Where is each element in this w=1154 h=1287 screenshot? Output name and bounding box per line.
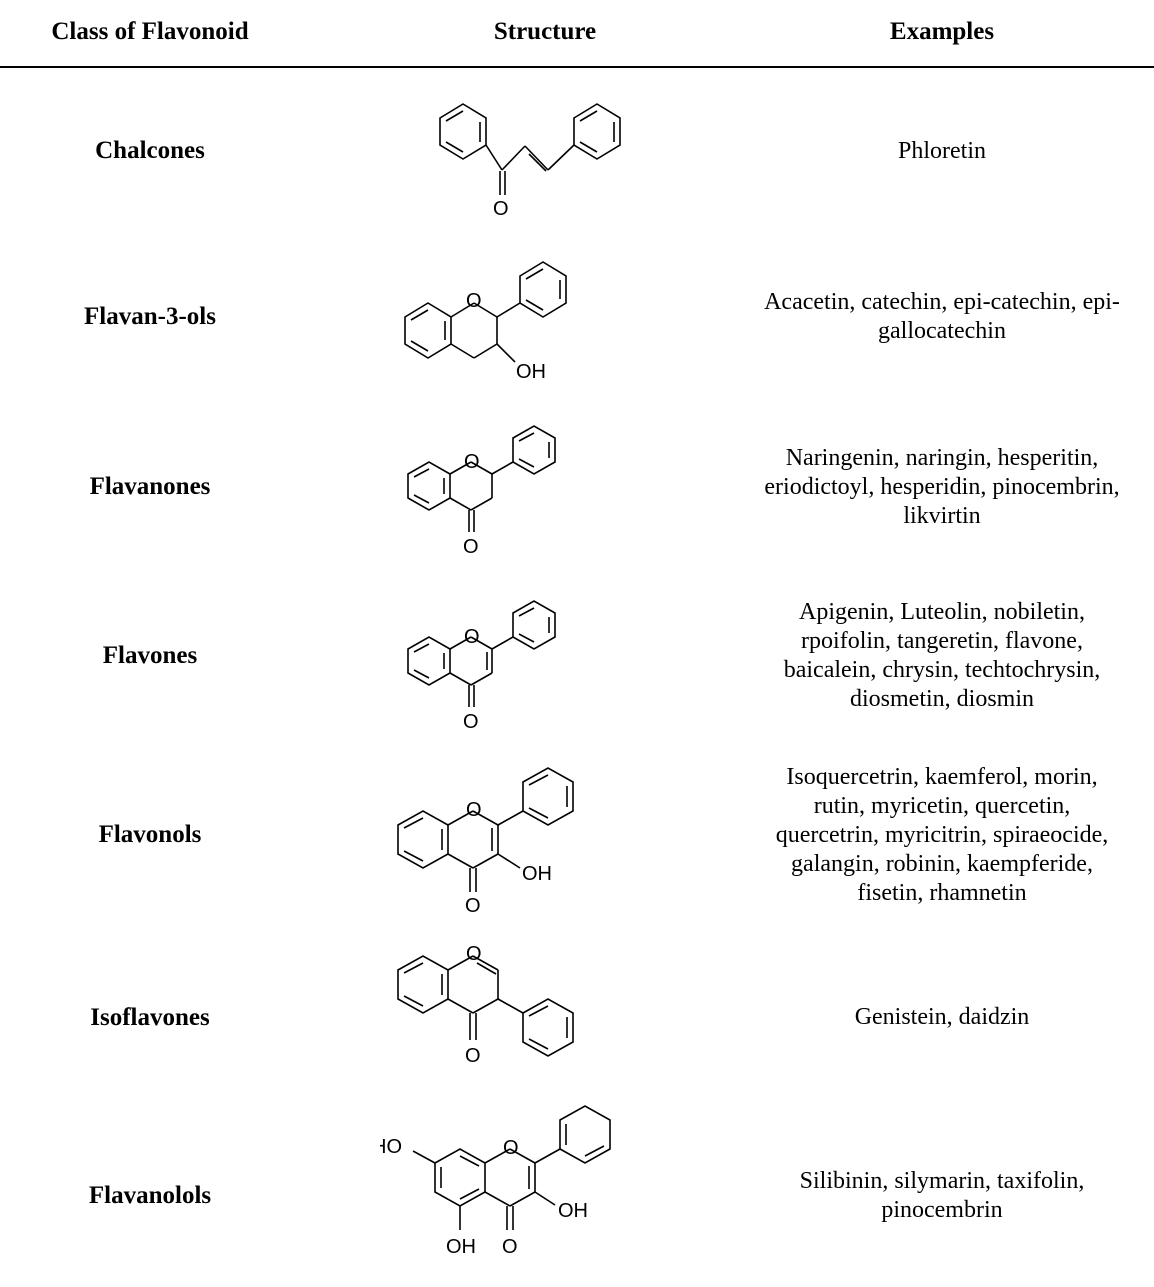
table-row: Isoflavones O O Genistein, daidzin — [0, 930, 1154, 1105]
example-line: rutin, myricetin, quercetin, — [813, 792, 1071, 819]
example-line: rpoifolin, tangeretin, flavone, — [801, 628, 1083, 654]
flavonol-structure-svg: O OH O — [397, 767, 574, 917]
flavone-structure-svg: O O — [407, 600, 556, 733]
example-line: Acacetin, catechin, epi-catechin, epi- — [764, 289, 1120, 315]
atom-keto-o: O — [463, 536, 479, 558]
example-line: Genistein, daidzin — [854, 1004, 1030, 1030]
atom-keto-o: O — [465, 895, 481, 917]
examples-cell: Apigenin, Luteolin, nobiletin, rpoifolin… — [730, 572, 1154, 740]
class-name: Flavonols — [98, 821, 202, 848]
flavan-3-ol-structure: O OH — [380, 232, 710, 402]
class-name: Isoflavones — [90, 1003, 210, 1031]
atom-oh: OH — [516, 361, 546, 383]
atom-ring-o: O — [464, 451, 480, 473]
class-name: Flavones — [102, 642, 198, 669]
example-line: Apigenin, Luteolin, nobiletin, — [799, 599, 1085, 625]
atom-o: O — [493, 198, 509, 220]
table-row: Flavanones O O Naringenin, naringin, hes… — [0, 402, 1154, 572]
atom-oh-3: OH — [558, 1200, 588, 1222]
atom-ring-o: O — [466, 943, 482, 965]
flavone-structure: O O — [380, 572, 710, 740]
table-row: Chalcones O Phloretin — [0, 70, 1154, 232]
class-name: Flavan-3-ols — [84, 303, 216, 330]
atom-keto-o: O — [463, 711, 479, 733]
example-line: Silibinin, silymarin, taxifolin, — [799, 1168, 1085, 1194]
example-line: diosmetin, diosmin — [849, 686, 1034, 712]
class-name: Flavanolols — [88, 1182, 212, 1209]
example-line: pinocembrin — [881, 1197, 1003, 1223]
class-name: Flavanones — [89, 473, 211, 500]
flavanolol-structure-svg: HO OH O O OH — [380, 1105, 611, 1258]
example-line: Isoquercetrin, kaemferol, morin, — [786, 763, 1098, 790]
atom-ring-o: O — [464, 626, 480, 648]
header-rule — [0, 66, 1154, 68]
flavonol-structure: O OH O — [380, 740, 710, 930]
class-name: Chalcones — [95, 137, 205, 164]
header-structure: Structure — [493, 18, 597, 45]
atom-oh: OH — [522, 863, 552, 885]
examples-cell: Acacetin, catechin, epi-catechin, epi- g… — [730, 232, 1154, 402]
atom-keto-o: O — [465, 1045, 481, 1067]
table-row: Flavan-3-ols O OH Acacetin, catechin, ep… — [0, 232, 1154, 402]
header-class: Class of Flavonoid — [51, 18, 249, 45]
chalcone-structure-svg: O — [439, 103, 621, 220]
example-line: baicalein, chrysin, techtochrysin, — [783, 657, 1101, 683]
atom-ring-o: O — [466, 290, 482, 312]
example-line: Naringenin, naringin, hesperitin, — [785, 444, 1099, 471]
header-examples: Examples — [889, 18, 995, 45]
flavan-3-ol-structure-svg: O OH — [404, 261, 567, 383]
example-line: Phloretin — [898, 137, 986, 164]
table-row: Flavanolols HO OH O O OH — [0, 1105, 1154, 1287]
atom-oh-5: OH — [446, 1236, 476, 1258]
atom-ho: HO — [380, 1136, 402, 1158]
example-line: quercetrin, myricitrin, spiraeocide, — [775, 821, 1109, 848]
atom-ring-o: O — [466, 799, 482, 821]
flavanone-structure-svg: O O — [407, 425, 556, 558]
example-line: eriodictoyl, hesperidin, pinocembrin, — [764, 473, 1120, 500]
examples-cell: Phloretin — [730, 70, 1154, 232]
atom-ring-o: O — [503, 1137, 519, 1159]
examples-cell: Naringenin, naringin, hesperitin, eriodi… — [730, 402, 1154, 572]
isoflavone-structure-svg: O O — [397, 943, 574, 1067]
examples-cell: Genistein, daidzin — [730, 930, 1154, 1105]
flavanolol-structure: HO OH O O OH — [380, 1105, 710, 1287]
table-row: Flavones O O Apigenin, Luteolin, nobilet… — [0, 572, 1154, 740]
example-line: gallocatechin — [878, 318, 1006, 344]
atom-keto-o: O — [502, 1236, 518, 1258]
examples-cell: Isoquercetrin, kaemferol, morin, rutin, … — [730, 740, 1154, 930]
isoflavone-structure: O O — [380, 930, 710, 1105]
table-row: Flavonols O OH O Isoquercetrin, kaemfero… — [0, 740, 1154, 930]
example-line: likvirtin — [903, 502, 981, 529]
example-line: fisetin, rhamnetin — [857, 879, 1027, 906]
example-line: galangin, robinin, kaempferide, — [791, 850, 1093, 877]
flavanone-structure: O O — [380, 402, 710, 572]
chalcone-structure: O — [380, 70, 710, 232]
examples-cell: Silibinin, silymarin, taxifolin, pinocem… — [730, 1105, 1154, 1287]
